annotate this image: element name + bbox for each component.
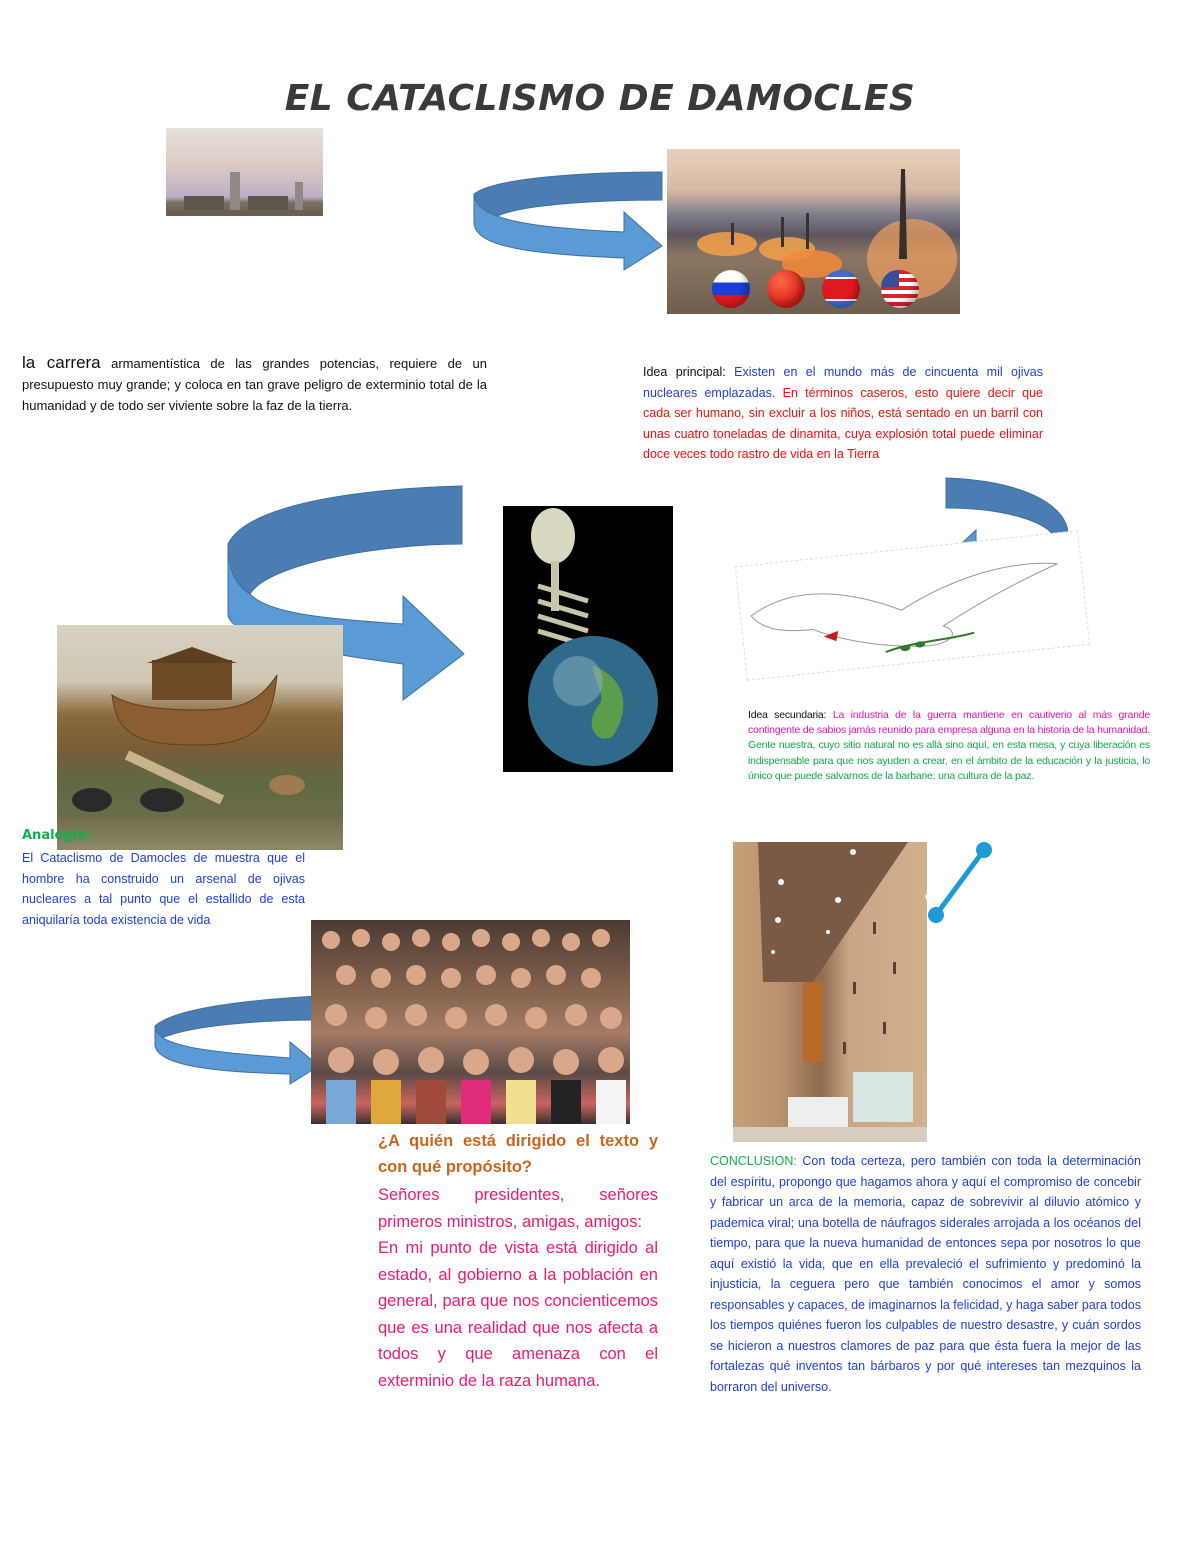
intro-text: armamentística de las grandes potencias,…	[22, 356, 487, 413]
conclusion-label: CONCLUSION:	[710, 1154, 803, 1168]
curved-arrow-icon	[473, 171, 663, 271]
answer-paragraph: Señores presidentes, señores primeros mi…	[378, 1182, 658, 1394]
analogia-paragraph: El Cataclismo de Damocles de muestra que…	[22, 851, 305, 927]
idea-secundaria-green-text: Gente nuestra, cuyo sitio natural no es …	[748, 739, 1150, 782]
idea-principal-red-text: En términos caseros, esto quiere decir q…	[643, 385, 1043, 462]
noahs-ark-illustration	[72, 647, 305, 812]
idea-secundaria-label: Idea secundaria:	[748, 709, 833, 721]
analogia-label: Analogía:	[22, 828, 92, 843]
answer-text: En mi punto de vista está dirigido al es…	[378, 1239, 658, 1390]
china-flag-icon	[767, 270, 805, 308]
page-title: EL CATACLISMO DE DAMOCLES	[284, 78, 916, 119]
question-heading: ¿A quién está dirigido el texto y con qu…	[378, 1132, 658, 1176]
intro-paragraph: la carrera armamentística de las grandes…	[22, 352, 487, 416]
russia-flag-icon	[712, 270, 750, 308]
idea-secundaria-paragraph: Idea secundaria: La industria de la guer…	[748, 708, 1150, 784]
north-korea-flag-icon	[822, 270, 860, 308]
museum-hall-image	[733, 842, 927, 1142]
missile-launch-image	[667, 149, 960, 314]
skeleton-earth-image	[503, 506, 673, 772]
curved-arrow-icon	[154, 995, 320, 1085]
idea-principal-label: Idea principal:	[643, 365, 735, 379]
conclusion-text: Con toda certeza, pero también con toda …	[710, 1154, 1141, 1394]
crowd-illustration	[322, 929, 626, 1124]
peace-dove-image	[734, 530, 1091, 681]
skeleton-earth-illustration	[528, 508, 658, 766]
intro-lead: la carrera	[22, 353, 101, 372]
usa-flag-icon	[881, 270, 919, 308]
conclusion-paragraph: CONCLUSION: Con toda certeza, pero tambi…	[710, 1151, 1141, 1397]
idea-principal-blue-text: Existen en el mundo más de cincuenta mil…	[643, 365, 1043, 400]
museum-hall-illustration	[733, 842, 927, 1142]
connector-line-icon[interactable]	[925, 838, 1000, 928]
peace-dove-illustration	[750, 562, 1058, 653]
noahs-ark-image	[57, 625, 343, 850]
idea-secundaria-magenta-text: La industria de la guerra mantiene en ca…	[748, 709, 1151, 737]
crowd-image	[311, 920, 630, 1124]
salutation-text: Señores presidentes, señores primeros mi…	[378, 1186, 658, 1231]
missile-launcher-illustration	[166, 172, 323, 216]
idea-principal-paragraph: Idea principal: Existen en el mundo más …	[643, 362, 1043, 465]
missile-launcher-image	[166, 128, 323, 216]
curved-arrow-icon	[227, 485, 465, 702]
